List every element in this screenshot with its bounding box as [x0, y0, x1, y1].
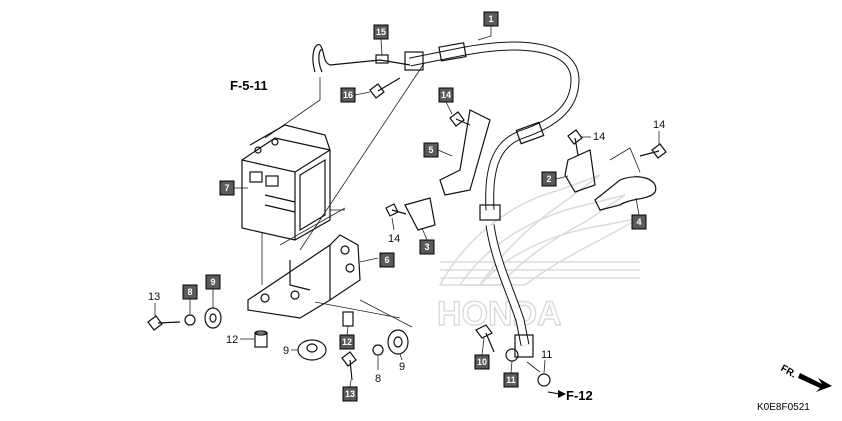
bolts-14: [385, 111, 667, 217]
bolt-13-center: [341, 351, 357, 381]
svg-text:6: 6: [384, 255, 389, 265]
grommet-9-center: [297, 339, 327, 361]
label-box-9[interactable]: 9: [205, 274, 221, 290]
label-box-14[interactable]: 14: [438, 87, 454, 103]
ref-f-12-arrow: [558, 390, 566, 398]
clamp-5: [439, 109, 491, 196]
svg-text:12: 12: [342, 337, 352, 347]
label-box-5[interactable]: 5: [423, 142, 439, 158]
washer-11-left: [505, 348, 519, 362]
label-13-leader: [349, 379, 352, 388]
plain-labels: 14 14 14 13 12 9 8 9 11: [148, 119, 665, 385]
label-box-8[interactable]: 8: [182, 284, 198, 300]
svg-text:13: 13: [345, 389, 355, 399]
ref-f-5-11[interactable]: F-5-11: [230, 78, 268, 93]
label-box-6[interactable]: 6: [379, 252, 395, 268]
label-box-13[interactable]: 13: [342, 386, 358, 402]
svg-text:9: 9: [210, 277, 215, 287]
svg-text:4: 4: [636, 217, 641, 227]
svg-text:11: 11: [506, 375, 516, 385]
bolt-10: [475, 324, 495, 353]
front-arrow-icon: [798, 373, 832, 392]
label-1-leader: [477, 26, 492, 41]
abs-modulator: [241, 124, 331, 241]
ref-f-12[interactable]: F-12: [566, 388, 593, 403]
brake-pipe-15: [312, 44, 411, 73]
label-5-leader: [437, 149, 453, 157]
label-15-leader: [380, 38, 383, 56]
stay-4: [594, 176, 657, 211]
label-11-right[interactable]: 11: [541, 349, 552, 361]
label-14-right[interactable]: 14: [593, 131, 605, 143]
washer-11-right: [537, 373, 551, 387]
label-box-11[interactable]: 11: [503, 372, 519, 388]
svg-text:1: 1: [488, 14, 493, 24]
label-2-leader: [555, 175, 569, 180]
washer-8-right: [372, 344, 384, 356]
svg-text:8: 8: [187, 287, 192, 297]
label-8-right[interactable]: 8: [375, 373, 381, 385]
label-9-center[interactable]: 9: [283, 345, 289, 357]
label-14-center-leader: [391, 217, 395, 231]
label-box-2[interactable]: 2: [541, 171, 557, 187]
stay-4-leader: [609, 147, 641, 173]
label-box-4[interactable]: 4: [631, 214, 647, 230]
brake-hose: [404, 41, 580, 358]
label-12-leader: [346, 325, 349, 336]
bolt-16: [369, 77, 401, 99]
boxed-labels: 1 2 3 4 5 6 7 8 9 10 11 12 13 15 16 14: [182, 11, 647, 402]
label-4-leader: [635, 197, 640, 216]
diagonal-guides: [261, 61, 426, 328]
svg-text:14: 14: [441, 90, 451, 100]
label-box-7[interactable]: 7: [219, 180, 235, 196]
label-box-1[interactable]: 1: [483, 11, 499, 27]
label-14-center[interactable]: 14: [388, 233, 400, 245]
label-9-right[interactable]: 9: [399, 361, 405, 373]
collar-12: [254, 330, 268, 348]
label-box-12[interactable]: 12: [339, 334, 355, 350]
label-box-10[interactable]: 10: [474, 354, 490, 370]
abs-bracket: [247, 234, 361, 319]
label-box-15[interactable]: 15: [373, 24, 389, 40]
svg-text:7: 7: [224, 183, 229, 193]
clamp-3: [404, 197, 436, 231]
honda-watermark-text: HONDA: [437, 295, 562, 333]
label-box-16[interactable]: 16: [340, 87, 356, 103]
svg-text:15: 15: [376, 27, 386, 37]
label-box-3[interactable]: 3: [419, 239, 435, 255]
diagram-code: K0E8F0521: [757, 402, 810, 413]
label-13-left[interactable]: 13: [148, 291, 160, 303]
washer-8-left: [184, 314, 196, 326]
washer-11-leader: [526, 361, 541, 373]
honda-wing-watermark: HONDA: [436, 174, 641, 334]
label-3-leader: [421, 227, 428, 241]
svg-text:16: 16: [343, 90, 353, 100]
label-14-boxed-leader: [445, 101, 453, 115]
front-direction-label: FR.: [779, 363, 799, 381]
clamp-2: [564, 149, 596, 193]
svg-text:5: 5: [428, 145, 433, 155]
grommet-9-left: [204, 307, 222, 329]
bolt-13-left: [147, 315, 181, 331]
label-11-leader: [510, 360, 513, 374]
label-9-right-leader: [399, 353, 403, 361]
svg-text:10: 10: [477, 357, 487, 367]
svg-text:2: 2: [546, 174, 551, 184]
label-11-right-leader: [543, 359, 546, 374]
label-12-plain[interactable]: 12: [226, 334, 238, 346]
grommet-9-right: [387, 329, 409, 355]
ref-f-5-11-leader: [264, 77, 321, 139]
collar-12-right: [342, 311, 354, 327]
label-14-far-right[interactable]: 14: [653, 119, 665, 131]
label-16-leader: [354, 91, 371, 96]
label-10-leader: [481, 337, 485, 356]
svg-text:3: 3: [424, 242, 429, 252]
